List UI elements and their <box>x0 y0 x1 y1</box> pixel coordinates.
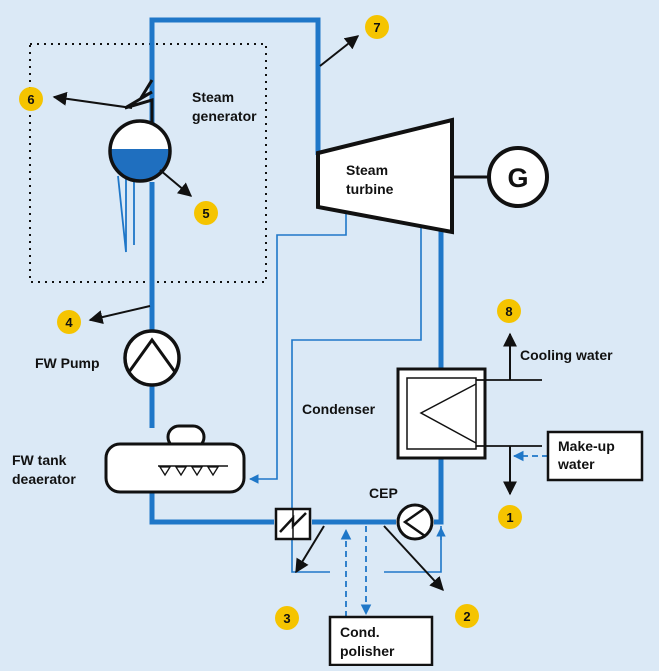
badge-3-label: 3 <box>283 611 290 626</box>
cep-outlet-pipe <box>434 459 444 525</box>
badge-5-label: 5 <box>202 206 209 221</box>
badge-7: 7 <box>365 15 389 39</box>
badge-8: 8 <box>497 299 521 323</box>
steam-drum <box>108 119 172 183</box>
cooling-water-label: Cooling water <box>520 347 613 363</box>
arrow-7 <box>319 35 360 67</box>
fw-tank-label-line1: FW tank <box>12 452 67 468</box>
arrow-2 <box>383 525 444 592</box>
fw-pump-label: FW Pump <box>35 355 100 371</box>
main-pipes <box>149 17 444 525</box>
make-up-water-label-line2: water <box>557 456 595 472</box>
fw-tank-label-line2: deaerator <box>12 471 76 487</box>
make-up-water-box <box>546 430 644 482</box>
badge-4-label: 4 <box>65 315 73 330</box>
badge-7-label: 7 <box>373 20 380 35</box>
generator <box>487 146 549 208</box>
steam-generator-label-line2: generator <box>192 108 257 124</box>
generator-label: G <box>507 163 528 193</box>
sample-arrows <box>52 35 517 592</box>
downcomer-tubes <box>117 175 135 253</box>
condensate-return-pipe <box>149 492 274 525</box>
steam-turbine-label-line1: Steam <box>346 162 388 178</box>
badge-4: 4 <box>57 310 81 334</box>
cond-polisher-label-line1: Cond. <box>340 624 380 640</box>
make-up-water-label-line1: Make-up <box>558 438 615 454</box>
bypass-line <box>384 526 442 573</box>
cond-polisher-label-line2: polisher <box>340 643 395 659</box>
extraction-to-deaerator <box>249 198 347 484</box>
steam-turbine <box>316 117 454 235</box>
fw-tank-deaerator <box>104 424 246 494</box>
dashed-lines <box>340 450 548 617</box>
live-steam-pipe <box>149 17 321 155</box>
cep-label: CEP <box>369 485 398 501</box>
badge-2-label: 2 <box>463 609 470 624</box>
badge-8-label: 8 <box>505 304 512 319</box>
badge-3: 3 <box>275 606 299 630</box>
badge-1: 1 <box>498 505 522 529</box>
arrow-5 <box>159 169 193 197</box>
steam-generator-label-line1: Steam <box>192 89 234 105</box>
steam-turbine-label-line2: turbine <box>346 181 394 197</box>
condensate-heat-exchanger <box>274 507 312 541</box>
badge-6: 6 <box>19 87 43 111</box>
badge-5: 5 <box>194 201 218 225</box>
cond-polisher-box <box>328 615 434 667</box>
arrow-4 <box>88 305 151 324</box>
condenser-label: Condenser <box>302 401 376 417</box>
condenser <box>396 367 487 460</box>
arrow-3 <box>295 525 325 574</box>
badge-1-label: 1 <box>506 510 513 525</box>
steam-generator-zigzag <box>124 79 154 128</box>
badge-2: 2 <box>455 604 479 628</box>
arrow-6 <box>52 91 133 109</box>
badge-6-label: 6 <box>27 92 34 107</box>
fw-pump <box>123 329 181 387</box>
cep-pump <box>396 503 434 541</box>
